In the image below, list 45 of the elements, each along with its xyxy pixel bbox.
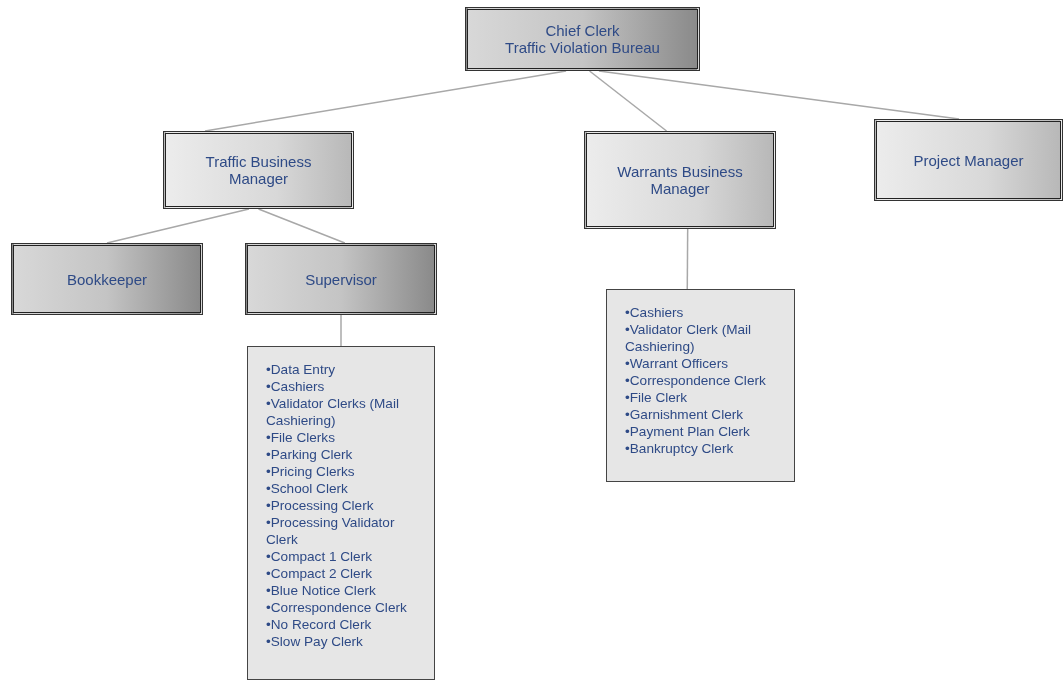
list-item: •Garnishment Clerk (625, 406, 745, 423)
connector-line (340, 314, 342, 347)
role-title: Bookkeeper (66, 270, 148, 288)
list-item: •Pricing Clerks (266, 463, 356, 480)
list-item: •Bankruptcy Clerk (625, 440, 735, 457)
list-item: •Correspondence Clerk (266, 599, 408, 616)
list-item: •Cashiers (625, 304, 685, 321)
list-item: •Cashiers (266, 378, 326, 395)
role-title: Chief Clerk (545, 22, 620, 39)
staff-list-box (606, 289, 795, 482)
list-item: •Payment Plan Clerk (625, 423, 751, 440)
list-item: •Processing Clerk (266, 497, 375, 514)
list-item: •No Record Clerk (266, 616, 373, 633)
connector-line (588, 70, 668, 132)
role-box (11, 243, 203, 315)
staff-list-box (247, 346, 435, 680)
role-title: Traffic Business Manager (204, 153, 313, 187)
list-item: •Compact 2 Clerk (266, 565, 373, 582)
list-item: •School Clerk (266, 480, 349, 497)
connector-line (257, 208, 346, 244)
list-item: •Compact 1 Clerk (266, 548, 373, 565)
manager-box (163, 131, 354, 209)
connector-line (106, 208, 250, 244)
title-box (465, 7, 700, 71)
list-item: •Warrant Officers (625, 355, 729, 372)
role-title: Supervisor (305, 270, 377, 288)
role-box (245, 243, 437, 315)
list-item: •Data Entry (266, 361, 336, 378)
list-item: •Validator Clerk (Mail Cashiering) (625, 321, 753, 355)
list-item: •Processing Validator Clerk (266, 514, 396, 548)
connector-line (204, 70, 567, 132)
list-item: •Blue Notice Clerk (266, 582, 377, 599)
list-item: •File Clerks (266, 429, 336, 446)
list-item: •Slow Pay Clerk (266, 633, 364, 650)
role-title: Traffic Violation Bureau (505, 39, 660, 56)
role-title: Warrants Business Manager (616, 163, 744, 197)
connector-line (598, 70, 960, 120)
list-item: •Parking Clerk (266, 446, 354, 463)
list-item: •File Clerk (625, 389, 689, 406)
list-item: •Validator Clerks (Mail Cashiering) (266, 395, 400, 429)
list-item: •Correspondence Clerk (625, 372, 767, 389)
manager-box (584, 131, 776, 229)
connector-line (686, 228, 689, 290)
role-title: Project Manager (913, 151, 1024, 169)
manager-box (874, 119, 1063, 201)
